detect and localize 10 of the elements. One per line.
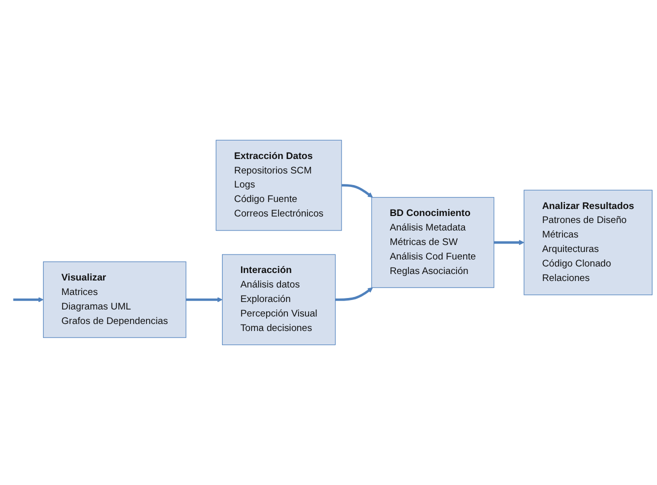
arrow xyxy=(342,184,373,198)
node-box: BD Conocimiento Análisis Metadata Métricas de SW Análisis Cod Fuente Reglas Asociación xyxy=(371,197,494,288)
arrow xyxy=(186,297,223,302)
node-box: Extracción Datos Repositorios SCM Logs Código Fuente Correos Electrónicos xyxy=(216,140,342,231)
node-box: Analizar Resultados Patrones de Diseño Métricas Arquitecturas Código Clonado Relaciones xyxy=(524,190,652,296)
arrow xyxy=(335,287,373,301)
node-box: Visualizar Matrices Diagramas UML Grafos de Dependencias xyxy=(43,261,186,338)
node-box: Interacción Análisis datos Exploración Percepción Visual Toma decisiones xyxy=(222,254,336,346)
arrow xyxy=(494,240,524,246)
arrow xyxy=(13,297,44,302)
